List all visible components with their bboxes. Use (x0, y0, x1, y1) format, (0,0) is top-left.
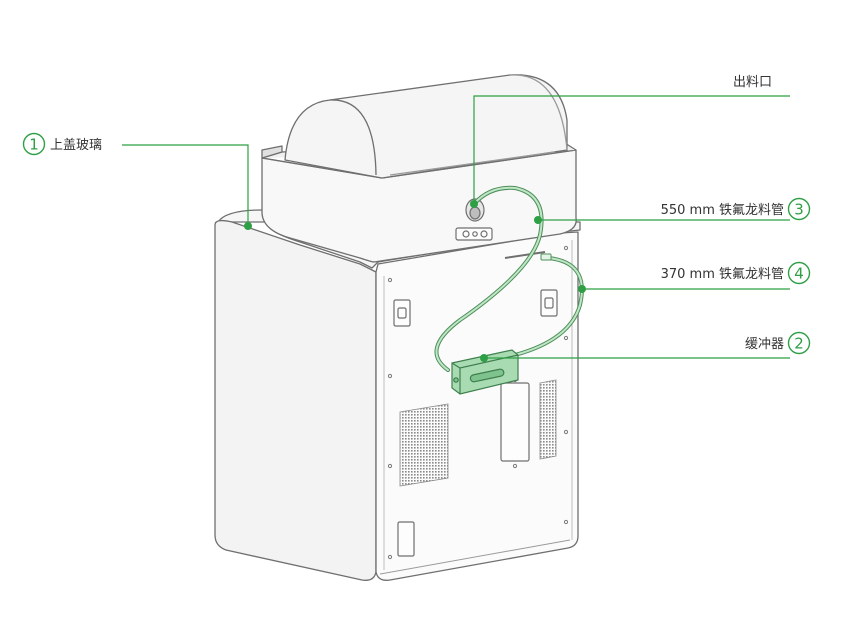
label-top-cover: 上盖玻璃 (50, 138, 102, 153)
mount-brackets (393, 289, 558, 557)
callout-number: 1 (29, 136, 39, 154)
label-outlet: 出料口 (733, 75, 772, 90)
vent-grille (539, 379, 557, 460)
callout-buffer: 缓冲器 2 (745, 331, 811, 355)
tube-connector (540, 253, 552, 261)
printer-body (214, 209, 581, 581)
vent-grille (399, 403, 449, 487)
top-cover-glass-icon (284, 74, 568, 179)
callout-number: 3 (794, 201, 804, 219)
callout-top-cover: 1 上盖玻璃 (22, 132, 102, 156)
callout-number: 4 (794, 265, 804, 283)
callout-tube-550: 550 mm 铁氟龙料管 3 (661, 197, 811, 221)
ptfe-tube (434, 185, 584, 372)
back-slot (504, 251, 546, 259)
buffer-unit (451, 349, 519, 395)
label-buffer: 缓冲器 (745, 337, 784, 352)
label-tube-370: 370 mm 铁氟龙料管 (661, 267, 784, 282)
callout-tube-370: 370 mm 铁氟龙料管 4 (661, 261, 811, 285)
label-tube-550: 550 mm 铁氟龙料管 (661, 203, 784, 218)
callout-lines (122, 95, 790, 359)
callout-dots (244, 200, 586, 362)
callout-number: 2 (794, 335, 804, 353)
